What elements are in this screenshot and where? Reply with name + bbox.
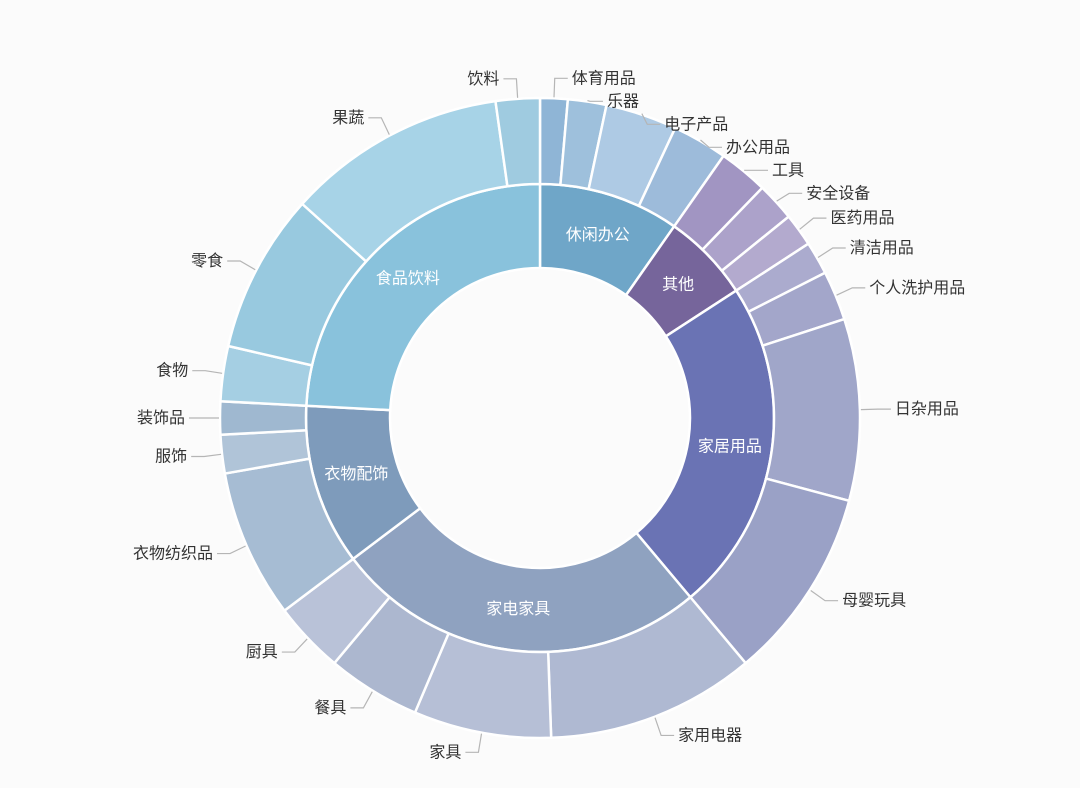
segment-日杂用品 (761, 317, 862, 503)
label-leader (799, 217, 827, 230)
outer-label-日杂用品: 日杂用品 (895, 399, 959, 418)
segment-饮料 (494, 96, 542, 188)
outer-label-安全设备: 安全设备 (806, 183, 870, 202)
label-leader (281, 638, 308, 653)
outer-label-体育用品: 体育用品 (572, 68, 636, 87)
label-leader (217, 545, 246, 555)
outer-label-工具: 工具 (772, 160, 804, 179)
outer-label-装饰品: 装饰品 (137, 408, 185, 427)
inner-label-食品饮料: 食品饮料 (376, 269, 440, 288)
label-leader (641, 113, 661, 125)
outer-label-乐器: 乐器 (607, 91, 639, 110)
outer-label-零食: 零食 (191, 251, 223, 270)
inner-label-家居用品: 家居用品 (698, 436, 762, 455)
outer-label-果蔬: 果蔬 (332, 108, 364, 127)
label-leader (587, 99, 603, 102)
inner-label-休闲办公: 休闲办公 (566, 225, 630, 244)
label-leader (503, 78, 519, 98)
outer-label-清洁用品: 清洁用品 (850, 238, 914, 257)
label-leader (192, 370, 223, 374)
inner-label-家电家具: 家电家具 (486, 599, 550, 618)
label-leader (654, 717, 675, 737)
outer-label-家具: 家具 (429, 742, 461, 761)
label-leader (465, 733, 483, 753)
label-leader (553, 77, 568, 98)
label-leader (191, 453, 222, 458)
inner-label-其他: 其他 (662, 275, 694, 294)
outer-label-饮料: 饮料 (467, 69, 499, 88)
outer-label-家用电器: 家用电器 (678, 725, 742, 744)
label-leader (368, 117, 390, 135)
label-leader (350, 691, 373, 709)
label-leader (227, 260, 256, 271)
outer-label-办公用品: 办公用品 (726, 137, 790, 156)
outer-label-衣物纺织品: 衣物纺织品 (133, 544, 213, 563)
outer-label-厨具: 厨具 (246, 642, 278, 661)
outer-label-电子产品: 电子产品 (664, 114, 728, 133)
label-leader (836, 287, 866, 296)
outer-label-服饰: 服饰 (155, 446, 187, 465)
outer-label-母婴玩具: 母婴玩具 (842, 591, 906, 610)
outer-label-餐具: 餐具 (314, 698, 346, 717)
outer-label-医药用品: 医药用品 (830, 208, 894, 227)
outer-label-个人洗护用品: 个人洗护用品 (869, 278, 965, 297)
label-leader (700, 139, 722, 148)
outer-label-食物: 食物 (156, 361, 188, 380)
label-leader (776, 192, 803, 202)
inner-label-衣物配饰: 衣物配饰 (324, 464, 388, 483)
label-leader (810, 589, 839, 602)
label-leader (817, 247, 846, 259)
